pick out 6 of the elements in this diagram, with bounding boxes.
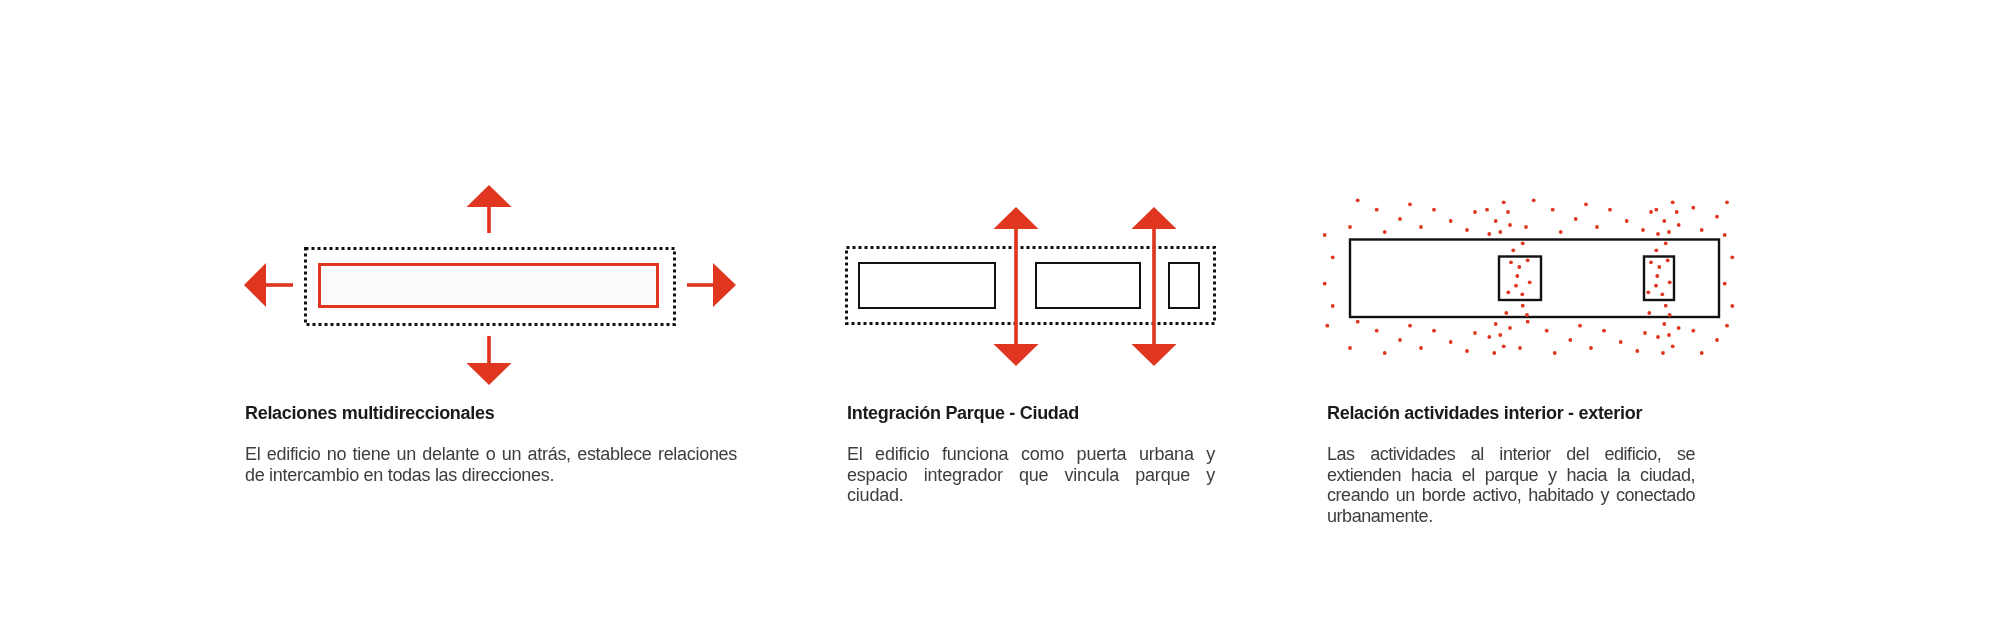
panel-heading: Relación actividades interior - exterior <box>1327 403 1643 423</box>
description-paragraph: Las actividades al interior del edificio, se extienden hacia el parque y hacia la ciudad, creando un borde activo, habitado y conectado urbanamente. <box>1327 444 1695 526</box>
panel-heading: Integración Parque - Ciudad <box>847 403 1079 423</box>
panel-heading: Relaciones multidireccionales <box>245 403 495 423</box>
description-paragraph: El edificio no tiene un delante o un atrás, establece relaciones de intercambio en todas las direcciones. <box>245 444 737 485</box>
description-paragraph: El edificio funciona como puerta urbana y espacio integrador que vincula parque y ciudad. <box>847 444 1215 506</box>
